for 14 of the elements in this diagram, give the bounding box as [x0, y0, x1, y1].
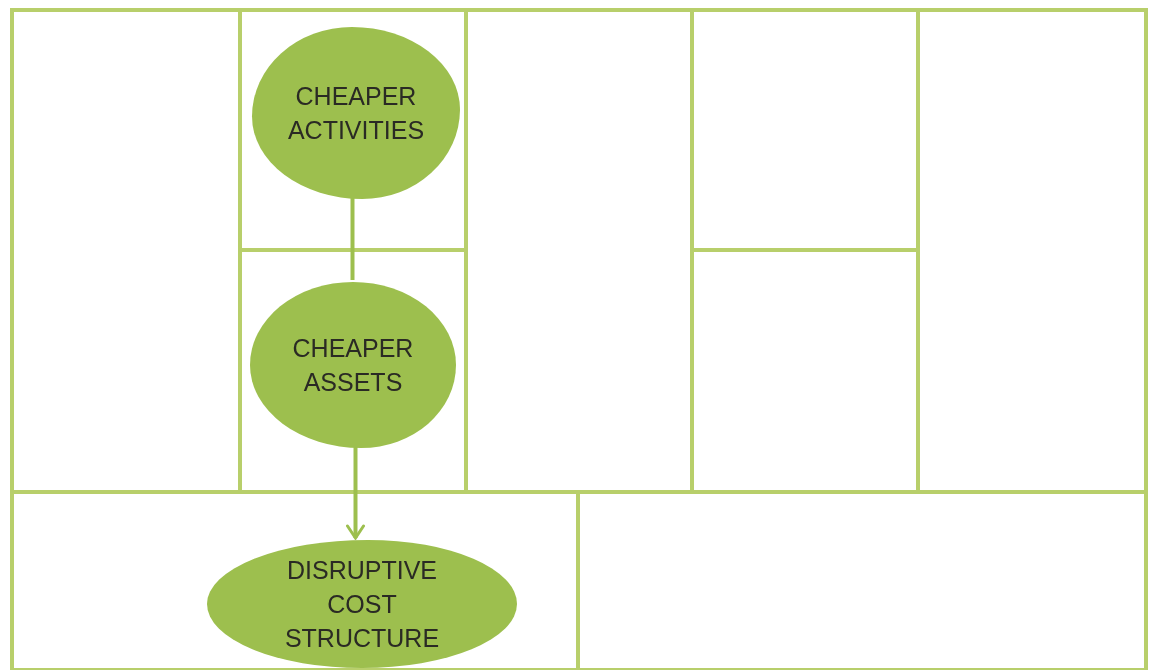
canvas-cell: [240, 250, 466, 492]
canvas-cell: [578, 492, 1146, 670]
blob-label: DISRUPTIVE COST STRUCTURE: [283, 555, 441, 654]
canvas-cell: [240, 10, 466, 250]
blob-label: CHEAPER ACTIVITIES: [286, 81, 426, 146]
connector-line: [350, 197, 355, 280]
canvas-cell: [692, 250, 918, 492]
blob-label: CHEAPER ASSETS: [291, 333, 415, 398]
canvas-cell: [466, 10, 692, 492]
canvas-cell: [12, 492, 578, 670]
arrow: [346, 446, 365, 540]
canvas-cell: [918, 10, 1146, 492]
canvas-cell: [12, 10, 240, 492]
canvas-cell: [692, 10, 918, 250]
